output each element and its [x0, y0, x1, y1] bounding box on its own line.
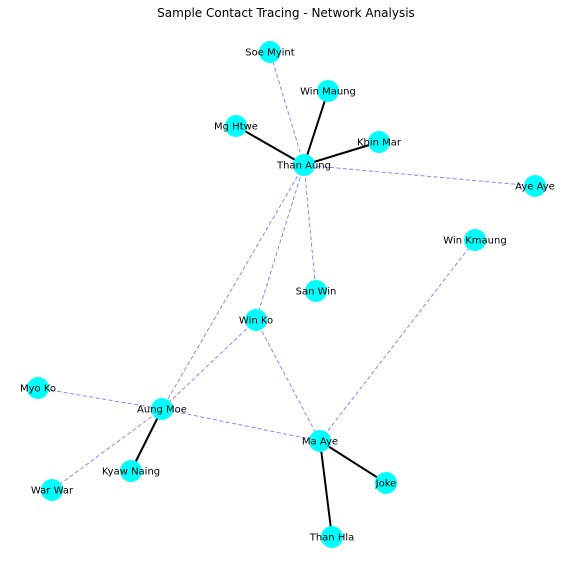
edge-ma-aye-than-hla: [319, 440, 333, 538]
node-san-win: [305, 280, 327, 302]
node-win-ko: [245, 309, 267, 331]
edge-ma-aye-win-kmaung: [319, 239, 476, 442]
node-label-than-aung: Than Aung: [276, 161, 331, 172]
edge-ma-aye-joke: [319, 440, 387, 484]
node-myo-ko: [27, 377, 49, 399]
edge-aung-moe-ma-aye: [161, 408, 321, 442]
node-than-aung: [293, 154, 315, 176]
node-label-win-maung: Win Maung: [300, 87, 356, 98]
node-label-joke: Joke: [375, 479, 397, 490]
edge-than-aung-aung-moe: [161, 164, 305, 410]
edge-than-aung-soe-myint: [269, 51, 305, 166]
edge-myo-ko-aung-moe: [37, 387, 163, 410]
edge-win-ko-ma-aye: [255, 319, 321, 442]
node-label-khin-mar: Khin Mar: [357, 138, 402, 149]
node-layer: [27, 41, 546, 548]
edge-win-ko-aung-moe: [161, 319, 257, 410]
node-aung-moe: [151, 398, 173, 420]
node-joke: [375, 472, 397, 494]
edge-aung-moe-war-war: [51, 408, 163, 491]
edge-aung-moe-kyaw-naing: [130, 408, 163, 472]
node-ma-aye: [309, 430, 331, 452]
edge-than-aung-win-ko: [255, 164, 305, 321]
node-soe-myint: [259, 41, 281, 63]
node-kyaw-naing: [120, 460, 142, 482]
chart-title: Sample Contact Tracing - Network Analysi…: [157, 6, 415, 20]
node-than-hla: [321, 526, 343, 548]
node-label-win-kmaung: Win Kmaung: [443, 236, 506, 247]
node-mg-htwe: [225, 115, 247, 137]
edge-than-aung-win-maung: [303, 90, 329, 166]
node-label-san-win: San Win: [296, 287, 337, 298]
edge-than-aung-khin-mar: [303, 141, 380, 166]
node-label-soe-myint: Soe Myint: [245, 48, 294, 59]
node-win-maung: [317, 80, 339, 102]
node-label-aung-moe: Aung Moe: [137, 405, 187, 416]
node-label-myo-ko: Myo Ko: [20, 384, 56, 395]
edge-than-aung-mg-htwe: [235, 125, 305, 166]
node-war-war: [41, 479, 63, 501]
node-label-kyaw-naing: Kyaw Naing: [102, 467, 160, 478]
edge-than-aung-san-win: [303, 164, 317, 292]
node-label-ma-aye: Ma Aye: [302, 437, 338, 448]
edge-than-aung-aye-aye: [303, 164, 536, 187]
node-label-aye-aye: Aye Aye: [515, 182, 555, 193]
edge-layer: [37, 51, 536, 538]
node-label-mg-htwe: Mg Htwe: [214, 122, 258, 133]
node-aye-aye: [524, 175, 546, 197]
node-win-kmaung: [464, 229, 486, 251]
node-label-win-ko: Win Ko: [239, 316, 273, 327]
node-label-than-hla: Than Hla: [309, 533, 355, 544]
node-khin-mar: [368, 131, 390, 153]
node-label-war-war: War War: [31, 486, 74, 497]
